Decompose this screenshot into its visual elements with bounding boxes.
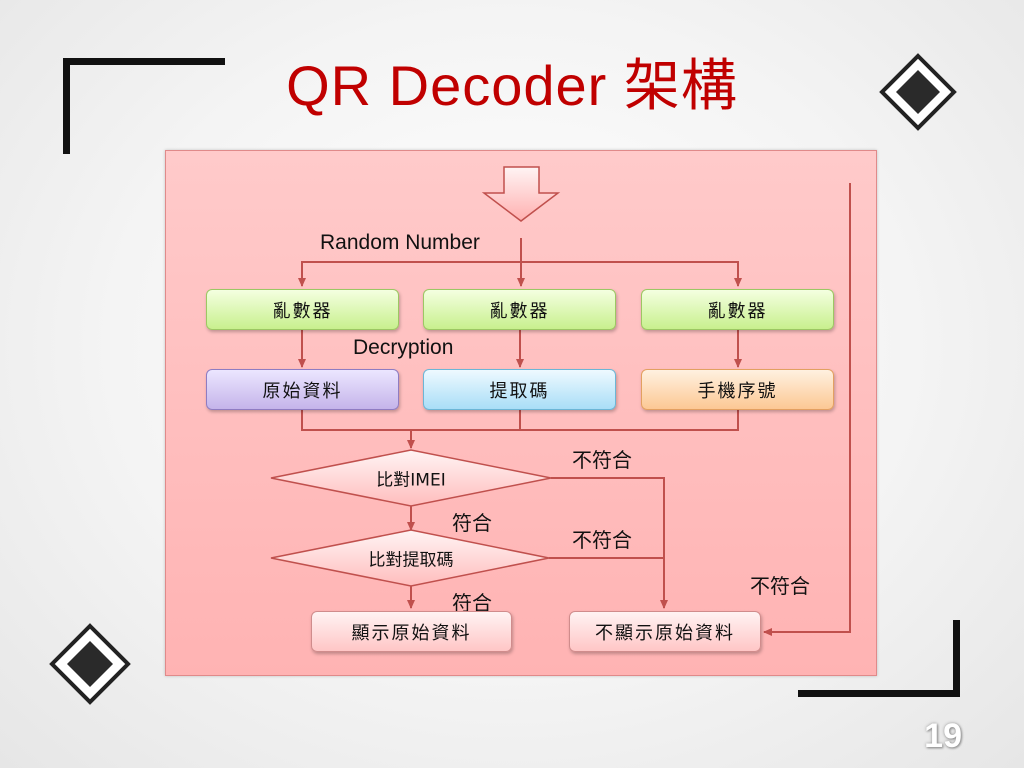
prng-box-2: 亂數器 (423, 289, 616, 330)
hide-original-box: 不顯示原始資料 (569, 611, 761, 652)
corner-bracket-top-left-v (63, 58, 70, 154)
compare-code-label: 比對提取碼 (368, 550, 454, 571)
diamond-icon-bottom-left (49, 623, 131, 705)
mismatch-label-3: 不符合 (750, 574, 810, 598)
compare-imei-label: 比對IMEI (376, 470, 446, 491)
compare-imei-diamond (270, 449, 552, 507)
prng-box-3: 亂數器 (641, 289, 834, 330)
diamond-icon-top-right (879, 53, 957, 131)
mismatch-label-2: 不符合 (572, 528, 632, 552)
show-original-box: 顯示原始資料 (311, 611, 512, 652)
corner-bracket-bottom-right-h (798, 690, 960, 697)
prng-box-1: 亂數器 (206, 289, 399, 330)
decryption-label: Decryption (353, 336, 454, 359)
compare-code-diamond (270, 529, 550, 587)
original-data-box: 原始資料 (206, 369, 399, 410)
slide-title: QR Decoder 架構 (286, 54, 738, 117)
mismatch-label-1: 不符合 (572, 448, 632, 472)
match-label-1: 符合 (452, 511, 492, 535)
extract-code-box: 提取碼 (423, 369, 616, 410)
input-arrow-icon (481, 166, 561, 222)
corner-bracket-bottom-right-v (953, 620, 960, 697)
phone-serial-box: 手機序號 (641, 369, 834, 410)
random-number-label: Random Number (320, 231, 480, 254)
slide-number: 19 (924, 717, 962, 755)
corner-bracket-top-left-h (63, 58, 225, 65)
